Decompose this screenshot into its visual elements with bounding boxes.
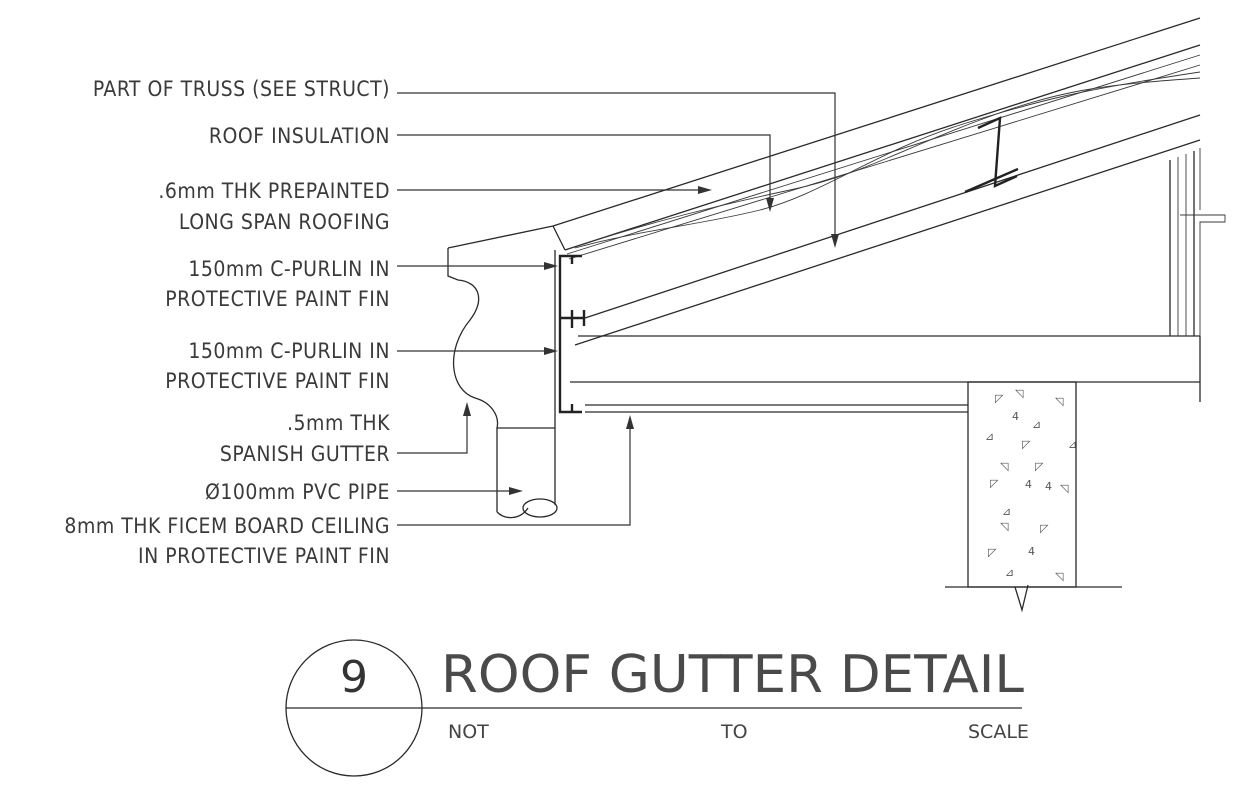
label-purlin-a-line1: 150mm C-PURLIN IN — [188, 257, 390, 281]
svg-text:◹: ◹ — [1055, 570, 1064, 583]
svg-text:◹: ◹ — [1000, 520, 1009, 533]
svg-text:◹: ◹ — [1055, 395, 1064, 408]
svg-text:4: 4 — [1028, 545, 1035, 558]
svg-text:◸: ◸ — [988, 546, 997, 559]
svg-text:◸: ◸ — [990, 477, 999, 490]
svg-text:4: 4 — [1045, 480, 1052, 493]
svg-text:◹: ◹ — [1060, 482, 1069, 495]
svg-text:⊿: ⊿ — [1032, 418, 1041, 431]
label-gutter-line2: SPANISH GUTTER — [220, 442, 390, 466]
svg-text:◸: ◸ — [995, 392, 1004, 405]
label-ceiling-line1: 8mm THK FICEM BOARD CEILING — [64, 514, 390, 538]
svg-text:⊿: ⊿ — [1005, 566, 1014, 579]
svg-text:⊿: ⊿ — [1002, 505, 1011, 518]
scale-word-not: NOT — [448, 721, 489, 743]
label-roofing-line1: .6mm THK PREPAINTED — [158, 179, 390, 203]
gutter-assembly — [447, 248, 586, 519]
ceiling-and-wall: ◸ ◹ 4 ⊿ ◹ ⊿ ◸ ⊿ ◹ ◸ 4 4 ◹ ◸ ⊿ ◸ ◹ 4 ◸ ◹ … — [570, 148, 1226, 613]
svg-text:◸: ◸ — [1035, 460, 1044, 473]
svg-text:4: 4 — [1025, 478, 1032, 491]
detail-number: 9 — [340, 652, 368, 703]
svg-text:⊿: ⊿ — [1068, 438, 1077, 451]
leader-lines — [397, 92, 839, 526]
svg-text:◹: ◹ — [1000, 460, 1009, 473]
label-purlin-b-line1: 150mm C-PURLIN IN — [188, 339, 390, 363]
svg-text:◸: ◸ — [1022, 438, 1031, 451]
label-purlin-a-line2: PROTECTIVE PAINT FIN — [165, 287, 390, 311]
label-roofing-line2: LONG SPAN ROOFING — [179, 210, 390, 234]
svg-text:◸: ◸ — [1040, 522, 1049, 535]
label-ceiling-line2: IN PROTECTIVE PAINT FIN — [138, 544, 390, 568]
scale-word-scale: SCALE — [968, 721, 1029, 743]
svg-text:4: 4 — [1012, 410, 1019, 423]
scale-word-to: TO — [720, 721, 748, 743]
concrete-hatch: ◸ ◹ 4 ⊿ ◹ ⊿ ◸ ⊿ ◹ ◸ 4 4 ◹ ◸ ⊿ ◸ ◹ 4 ◸ ◹ … — [985, 387, 1077, 583]
detail-title: ROOF GUTTER DETAIL — [441, 645, 1024, 705]
title-block: 9 ROOF GUTTER DETAIL NOT TO SCALE — [285, 639, 1029, 777]
label-insulation: ROOF INSULATION — [209, 124, 390, 148]
svg-text:⊿: ⊿ — [985, 430, 994, 443]
label-truss: PART OF TRUSS (SEE STRUCT) — [93, 77, 390, 101]
label-pipe: Ø100mm PVC PIPE — [205, 480, 390, 504]
label-gutter-line1: .5mm THK — [287, 411, 390, 435]
label-purlin-b-line2: PROTECTIVE PAINT FIN — [165, 369, 390, 393]
callout-labels: PART OF TRUSS (SEE STRUCT) ROOF INSULATI… — [64, 77, 390, 568]
roof-assembly — [447, 17, 1201, 346]
svg-text:◹: ◹ — [1015, 387, 1024, 400]
